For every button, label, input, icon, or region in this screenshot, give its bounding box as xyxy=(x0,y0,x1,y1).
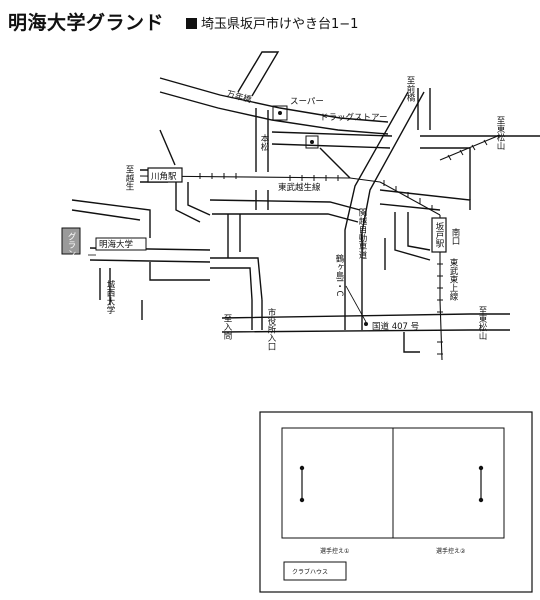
label-city-hall-entrance: 市役所入口 xyxy=(266,307,276,350)
ground-marker xyxy=(61,227,81,255)
label-sakado-station: 坂戸駅 xyxy=(434,221,444,248)
page-title: 明海大学グランド xyxy=(8,12,165,34)
road xyxy=(403,332,420,353)
tobu-ogose-railway xyxy=(139,175,441,216)
sakado-station-box xyxy=(431,217,447,253)
label-ground: グランド xyxy=(66,232,76,266)
bench2-label: 選手控え② xyxy=(436,547,466,555)
label-to-maebashi: 至前橋 xyxy=(405,76,415,102)
label-tobu-ogose-line: 東武越生線 xyxy=(278,182,321,193)
super-marker xyxy=(272,105,288,121)
road xyxy=(187,182,211,216)
road xyxy=(361,91,425,330)
tobu-tojo-railway-north xyxy=(439,134,501,161)
road xyxy=(89,259,211,263)
ic-leader-line xyxy=(345,285,367,323)
drugstore-dot-icon xyxy=(310,140,314,144)
super-dot-icon xyxy=(278,111,282,115)
square-bullet-icon xyxy=(186,18,197,29)
label-tobu-tojo-line: 東武東上線 xyxy=(448,257,458,300)
label-kanetsu-expressway: 関越自動車道 xyxy=(357,208,367,260)
road xyxy=(221,313,510,319)
road xyxy=(159,77,389,123)
road xyxy=(271,131,393,137)
label-to-iruma: 至入間 xyxy=(222,314,232,340)
road xyxy=(212,213,359,223)
road xyxy=(407,212,431,251)
label-honmatsu: 本松 xyxy=(259,133,269,152)
road xyxy=(71,209,141,221)
road xyxy=(379,203,441,211)
label-to-oguse: 至越生 xyxy=(124,165,134,191)
road xyxy=(209,199,361,211)
road xyxy=(379,189,471,210)
kawakado-station-box xyxy=(147,167,183,183)
address: 埼玉県坂戸市けやき台1−1 xyxy=(186,13,358,32)
left-goal xyxy=(299,465,305,503)
road xyxy=(271,143,391,149)
label-super: スーパー xyxy=(290,97,324,107)
label-to-higashimatsuyama-top: 至東松山 xyxy=(495,116,505,151)
right-goal xyxy=(478,465,484,503)
drugstore-marker xyxy=(305,135,319,149)
road xyxy=(221,329,510,333)
road xyxy=(175,182,201,223)
road xyxy=(210,267,253,301)
label-tsurugashima-ic: 鶴ヶ島I・C xyxy=(334,253,344,296)
label-to-higashimatsuyama-bottom: 至東松山 xyxy=(477,306,487,341)
bench1-label: 選手控え① xyxy=(320,547,349,555)
address-text: 埼玉県坂戸市けやき台1−1 xyxy=(201,17,359,32)
road xyxy=(394,212,431,261)
road xyxy=(159,129,176,166)
road xyxy=(210,257,263,301)
road xyxy=(71,199,151,238)
label-meikai-univ: 明海大学 xyxy=(99,239,134,250)
meikai-univ-box xyxy=(95,237,147,251)
label-josai-univ: 城西大学 xyxy=(105,280,115,314)
road-network xyxy=(71,51,540,353)
clubhouse-label: クラブハウス xyxy=(292,568,328,576)
road xyxy=(344,91,409,330)
road xyxy=(159,91,389,135)
clubhouse-box xyxy=(283,561,347,581)
label-south-exit: 南口 xyxy=(450,227,460,245)
label-drugstore: ドラッグストアー xyxy=(320,112,388,123)
road xyxy=(237,51,280,97)
ic-dot-icon xyxy=(364,322,368,326)
label-route407: 国道 407 号 xyxy=(372,321,419,332)
road xyxy=(149,262,210,281)
road xyxy=(319,147,351,179)
label-kawakado-station: 川角駅 xyxy=(151,171,177,182)
